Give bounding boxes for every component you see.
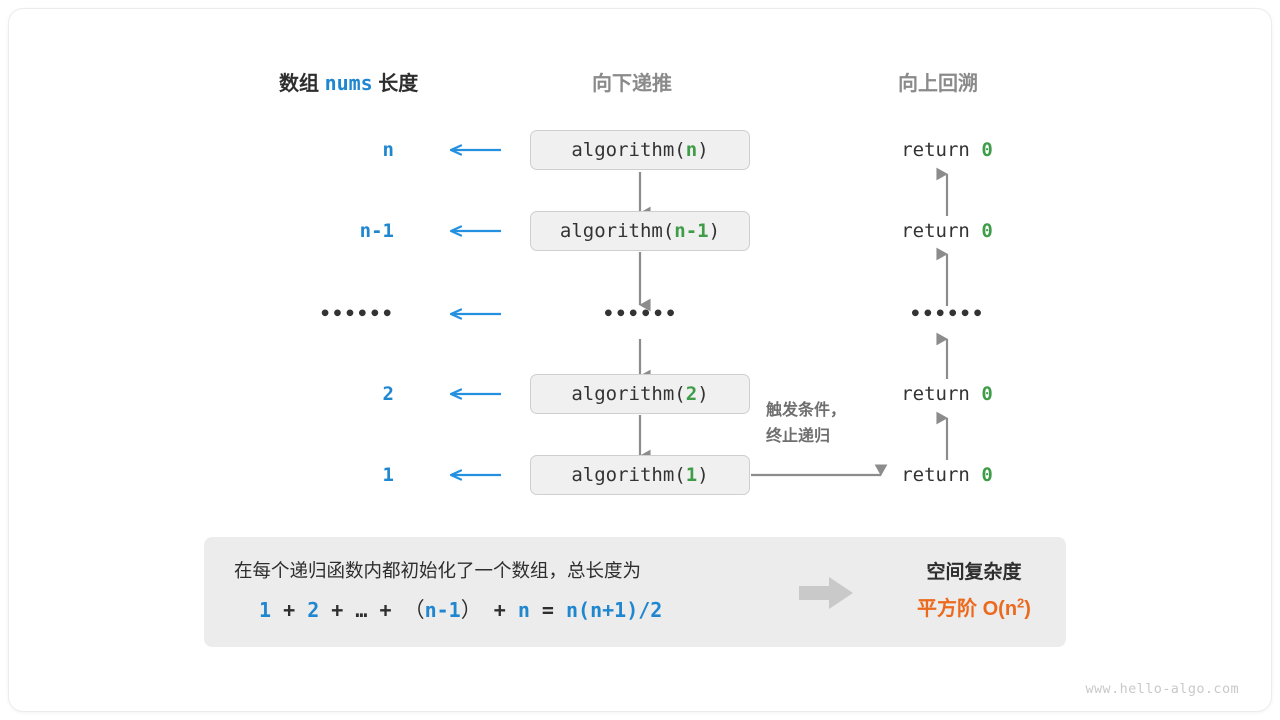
formula-ellipsis: … xyxy=(355,598,368,622)
call-text-suffix: ) xyxy=(697,464,709,486)
return-keyword: return xyxy=(901,383,970,405)
formula-term-5: n xyxy=(517,598,530,622)
formula-equals: = xyxy=(541,598,554,622)
call-argument: 1 xyxy=(685,464,698,486)
call-box-row-0: algorithm(n) xyxy=(530,130,750,170)
call-text-suffix: ) xyxy=(708,220,721,242)
call-argument: n-1 xyxy=(674,220,709,242)
formula-result: n(n+1)/2 xyxy=(566,598,663,622)
return-label-row-1: return 0 xyxy=(867,220,1027,242)
call-text-suffix: ) xyxy=(697,383,709,405)
return-value: 0 xyxy=(981,383,993,405)
header-suffix-text: 长度 xyxy=(378,73,419,95)
formula-term-1: 1 xyxy=(259,598,272,622)
length-label-row-3: 2 xyxy=(382,383,394,405)
formula-op-1: + xyxy=(283,598,296,622)
call-text-prefix: algorithm( xyxy=(571,383,686,405)
return-keyword: return xyxy=(901,464,970,486)
column-header-downward: 向下递推 xyxy=(592,73,672,95)
return-keyword: return xyxy=(901,220,970,242)
watermark-url: www.hello-algo.com xyxy=(1085,681,1239,697)
summary-description: 在每个递归函数内都初始化了一个数组，总长度为 xyxy=(234,560,642,581)
termination-note-line-1: 触发条件， xyxy=(766,402,847,419)
complexity-exponent: 2 xyxy=(1017,595,1025,611)
termination-note: 触发条件， 终止递归 xyxy=(766,398,846,450)
header-nums-code: nums xyxy=(324,71,373,95)
call-argument: n xyxy=(685,139,698,161)
formula-left-paren: （ xyxy=(403,598,425,622)
space-complexity-value: 平方阶 O(n2) xyxy=(874,592,1074,621)
result-arrow-icon xyxy=(799,577,853,609)
formula-op-3: + xyxy=(379,598,392,622)
call-box-row-3: algorithm(2) xyxy=(530,374,750,414)
summary-panel: 在每个递归函数内都初始化了一个数组，总长度为 1 + 2 + … + （n-1）… xyxy=(204,537,1066,647)
call-text-prefix: algorithm( xyxy=(571,139,686,161)
call-text-prefix: algorithm( xyxy=(559,220,675,242)
call-argument: 2 xyxy=(685,383,698,405)
return-value: 0 xyxy=(981,139,993,161)
call-ellipsis-row-2: •••••• xyxy=(602,303,678,325)
formula-op-2: + xyxy=(331,598,344,622)
complexity-notation: O(n xyxy=(982,598,1018,620)
length-label-row-1: n-1 xyxy=(359,220,394,242)
call-text-suffix: ) xyxy=(697,139,709,161)
length-label-row-2-ellipsis: •••••• xyxy=(319,303,394,325)
return-keyword: return xyxy=(901,139,970,161)
formula-term-4: n-1 xyxy=(424,598,461,622)
return-label-row-4: return 0 xyxy=(867,464,1027,486)
termination-note-line-2: 终止递归 xyxy=(766,428,831,445)
complexity-notation-close: ) xyxy=(1024,598,1031,620)
formula-right-paren: ） xyxy=(460,598,482,622)
formula-term-2: 2 xyxy=(307,598,320,622)
formula-op-4: + xyxy=(493,598,506,622)
diagram-canvas: 数组 nums 长度 向下递推 向上回溯 n n-1 •••••• 2 1 al… xyxy=(9,9,1271,711)
header-prefix-text: 数组 xyxy=(279,73,319,95)
call-box-row-4: algorithm(1) xyxy=(530,455,750,495)
return-label-row-0: return 0 xyxy=(867,139,1027,161)
space-complexity-title: 空间复杂度 xyxy=(926,562,1022,583)
return-ellipsis-row-2: •••••• xyxy=(909,303,985,325)
complexity-order-label: 平方阶 xyxy=(917,598,978,620)
column-header-upward: 向上回溯 xyxy=(898,73,978,95)
return-value: 0 xyxy=(981,220,993,242)
call-box-row-1: algorithm(n-1) xyxy=(530,211,750,251)
column-header-array-length: 数组 nums 长度 xyxy=(279,67,418,96)
length-label-row-4: 1 xyxy=(382,464,394,486)
summary-formula: 1 + 2 + … + （n-1） + n = n(n+1)/2 xyxy=(259,594,662,624)
length-label-row-0: n xyxy=(382,139,394,161)
return-value: 0 xyxy=(981,464,993,486)
call-text-prefix: algorithm( xyxy=(571,464,686,486)
return-label-row-3: return 0 xyxy=(867,383,1027,405)
